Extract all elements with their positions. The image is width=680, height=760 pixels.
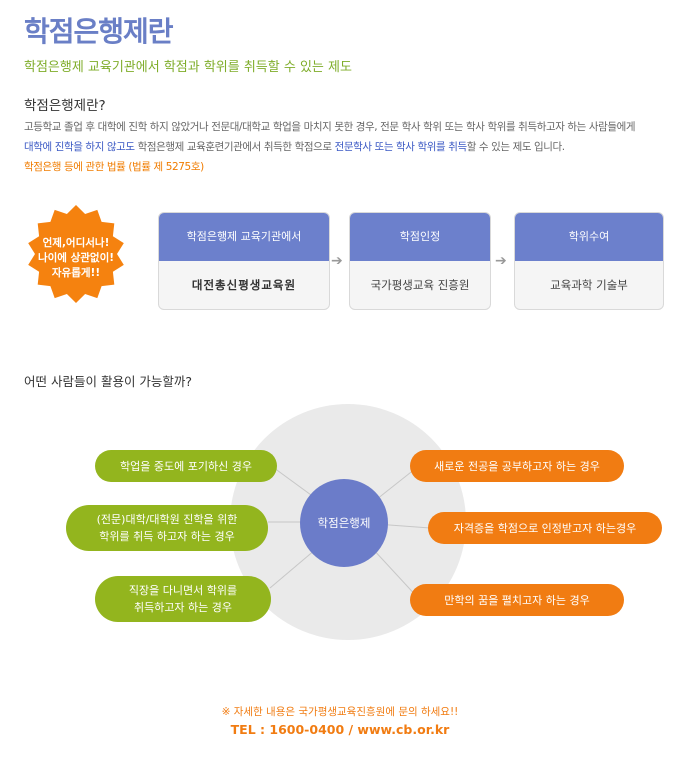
center-circle [300, 479, 388, 567]
law-reference: 학점은행 등에 관한 법률 (법률 제 5275호) [24, 161, 204, 173]
card-body: 국가평생교육 진흥원 [370, 278, 470, 292]
arrow-right-icon: ➔ [495, 253, 507, 269]
case-graduate-admission: (전문)대학/대학원 진학을 위한 학위를 취득 하고자 하는 경우 [66, 505, 268, 551]
process-card-credit: 학점인정 국가평생교육 진흥원 [349, 212, 491, 310]
center-label: 학점은행제 [318, 516, 371, 530]
card-body: 대전총신평생교육원 [191, 278, 297, 292]
case-working-student: 직장을 다니면서 학위를 취득하고자 하는 경우 [95, 576, 271, 622]
intro-heading: 학점은행제란? [24, 98, 106, 114]
page-subtitle: 학점은행제 교육기관에서 학점과 학위를 취득할 수 있는 제도 [24, 60, 352, 75]
starburst-shape [28, 205, 124, 303]
arrow-right-icon: ➔ [331, 253, 343, 269]
card-header: 학점인정 [350, 213, 490, 261]
slogan-badge: 언제,어디서나! 나이에 상관없이! 자유롭게!! [26, 204, 126, 304]
intro-text-3: 할 수 있는 제도 입니다. [466, 141, 565, 153]
case-late-learning: 만학의 꿈을 펼치고자 하는 경우 [410, 584, 624, 616]
badge-line-2: 나이에 상관없이! [37, 252, 115, 264]
intro-line-2: 대학에 진학을 하지 않고도 학점은행제 교육훈련기관에서 취득한 학점으로 전… [24, 139, 565, 154]
footer-contact: TEL : 1600-0400 / www.cb.or.kr [230, 722, 450, 737]
process-card-institution: 학점은행제 교육기관에서 대전총신평생교육원 [158, 212, 330, 310]
intro-highlight-2: 전문학사 또는 학사 학위를 취득 [334, 141, 468, 153]
usage-diagram: 학점은행제 학업을 중도에 포기하신 경우 (전문)대학/대학원 진학을 위한 … [0, 380, 680, 680]
badge-line-1: 언제,어디서나! [42, 237, 110, 249]
case-new-major: 새로운 전공을 공부하고자 하는 경우 [410, 450, 624, 482]
who-heading: 어떤 사람들이 활용이 가능할까? [24, 374, 193, 389]
case-dropout: 학업을 중도에 포기하신 경우 [95, 450, 277, 482]
case-certificate-credit: 자격증을 학점으로 인정받고자 하는경우 [428, 512, 662, 544]
process-card-degree: 학위수여 교육과학 기술부 [514, 212, 664, 310]
intro-text-2: 학점은행제 교육훈련기관에서 취득한 학점으로 [134, 141, 335, 153]
diagram-background: 학점은행제 [230, 404, 466, 640]
card-header: 학위수여 [515, 213, 663, 261]
footer-notice: ※ 자세한 내용은 국가평생교육진흥원에 문의 하세요!! [221, 706, 459, 718]
page-title: 학점은행제란 [24, 15, 174, 48]
intro-highlight-1: 대학에 진학을 하지 않고도 [24, 141, 135, 153]
card-header: 학점은행제 교육기관에서 [159, 213, 329, 261]
intro-line-1: 고등학교 졸업 후 대학에 진학 하지 않았거나 전문대/대학교 학업을 마치지… [24, 121, 636, 133]
badge-line-3: 자유롭게!! [51, 267, 101, 279]
card-body: 교육과학 기술부 [550, 278, 628, 292]
